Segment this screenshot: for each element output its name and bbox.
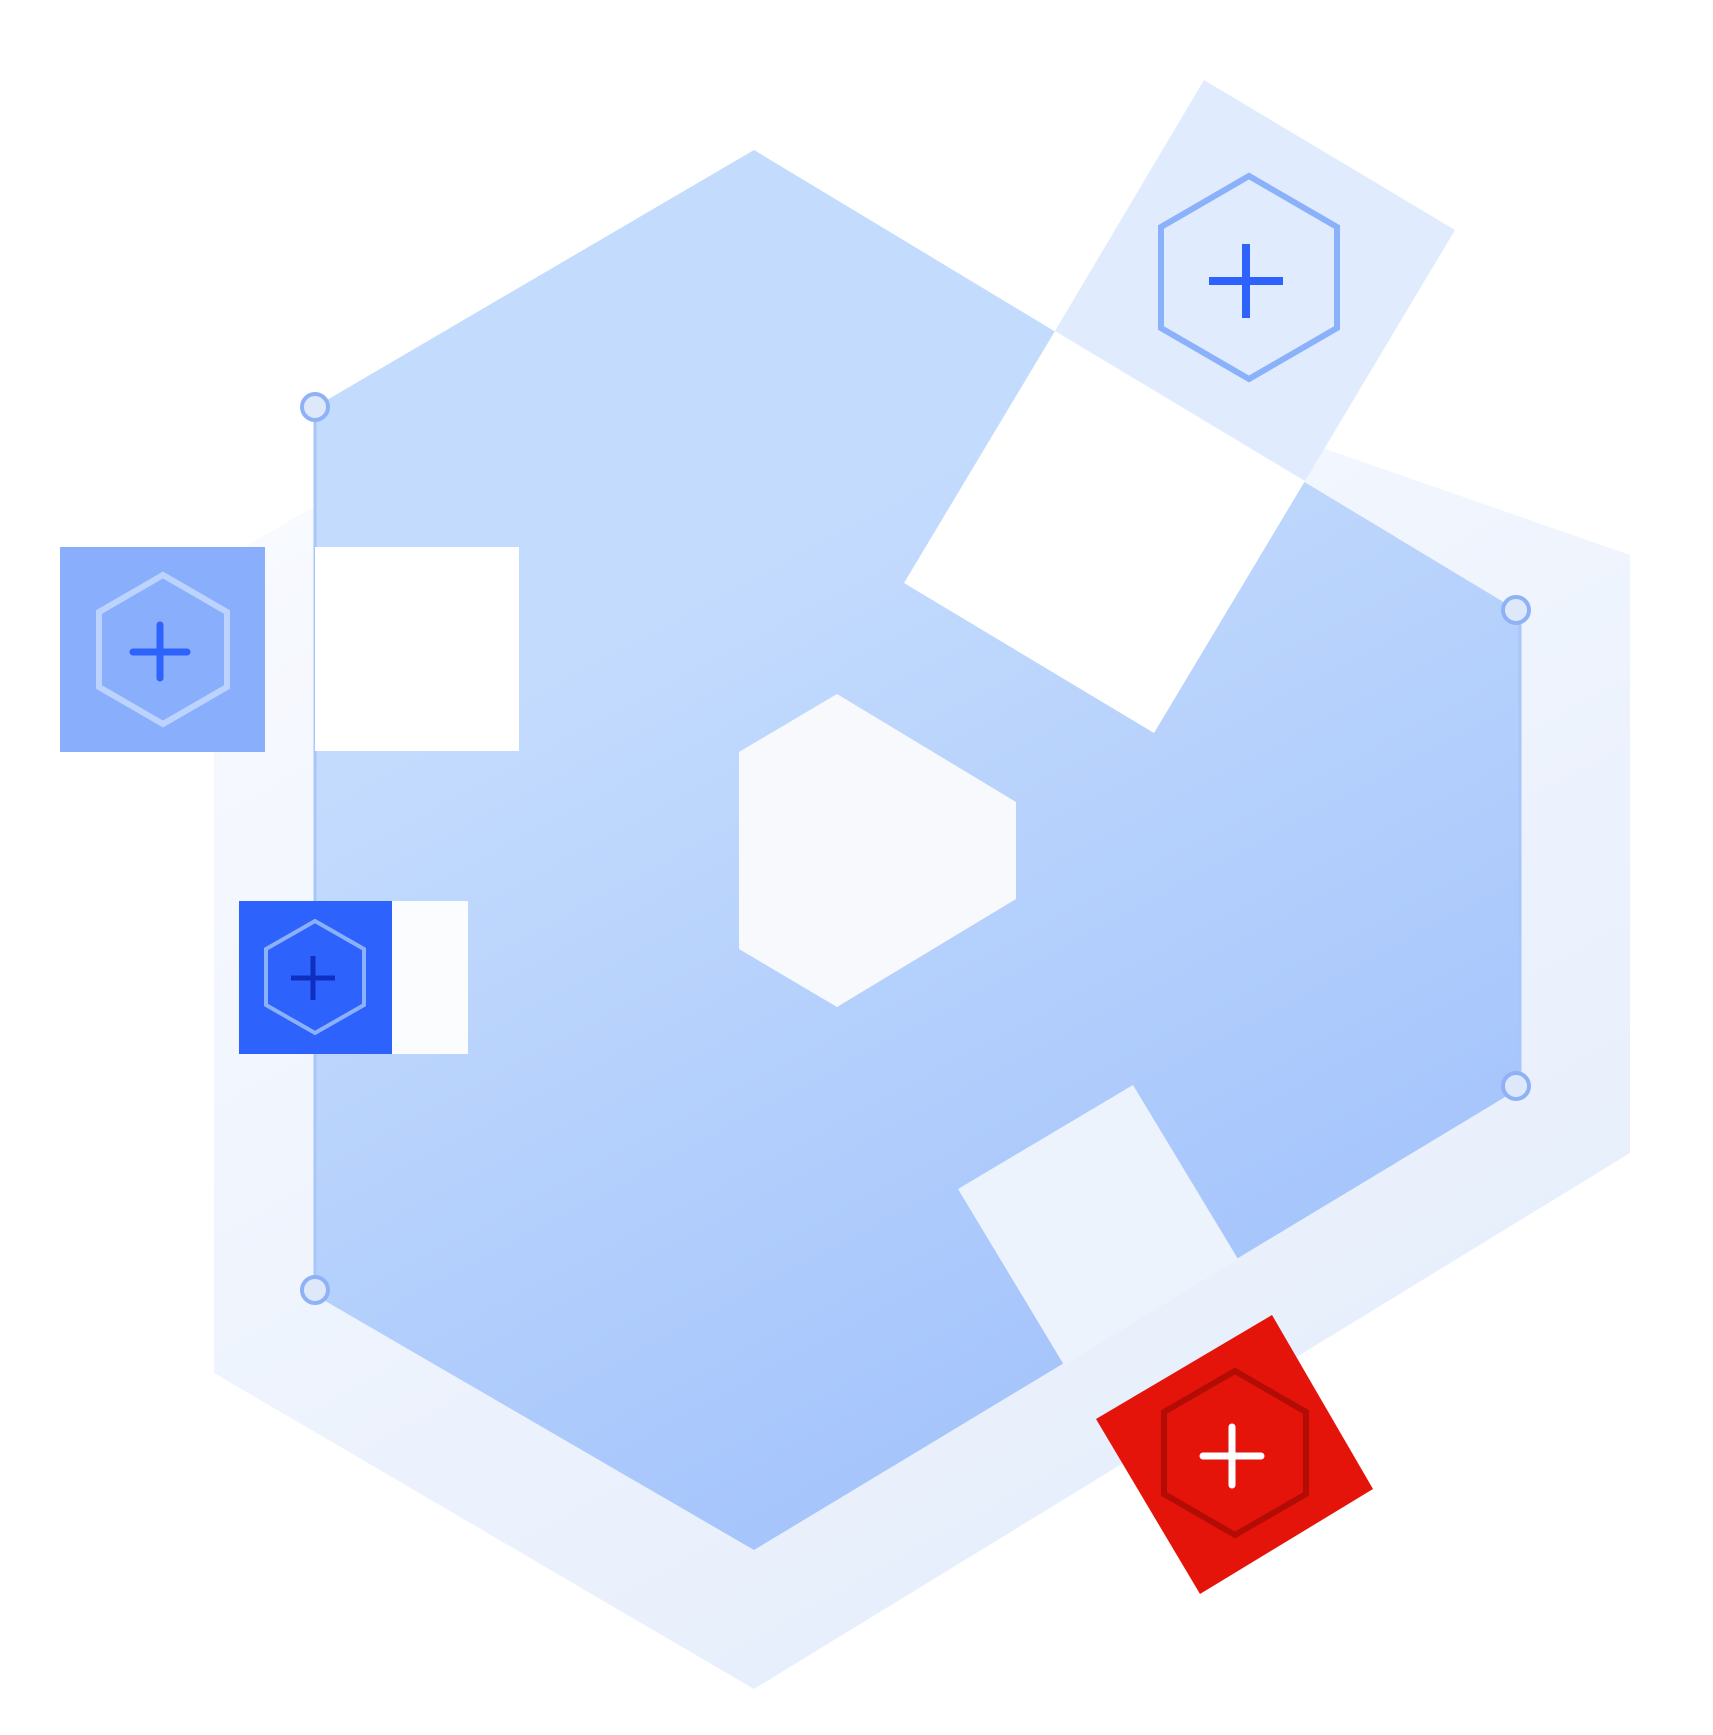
add-tile-middle-left[interactable]: [239, 901, 392, 1054]
left-cutout: [315, 547, 519, 751]
connector-node[interactable]: [1501, 1071, 1531, 1101]
center-hexagon: [739, 694, 1016, 1007]
connector-node[interactable]: [300, 1275, 330, 1305]
hexagon-plus-icon: [1161, 1367, 1309, 1539]
connector-node[interactable]: [300, 392, 330, 422]
hexagon-plus-icon: [96, 571, 230, 728]
hexagon-plus-icon: [264, 918, 366, 1036]
add-tile-top-right[interactable]: [1055, 80, 1455, 481]
add-tile-bottom-right[interactable]: [1096, 1315, 1373, 1594]
add-tile-left[interactable]: [60, 547, 265, 752]
top-right-cutout: [904, 331, 1305, 733]
middle-left-cutout: [392, 901, 468, 1054]
hexagon-plus-icon: [1158, 172, 1340, 383]
bottom-right-cutout: [958, 1085, 1238, 1365]
connector-node[interactable]: [1501, 595, 1531, 625]
